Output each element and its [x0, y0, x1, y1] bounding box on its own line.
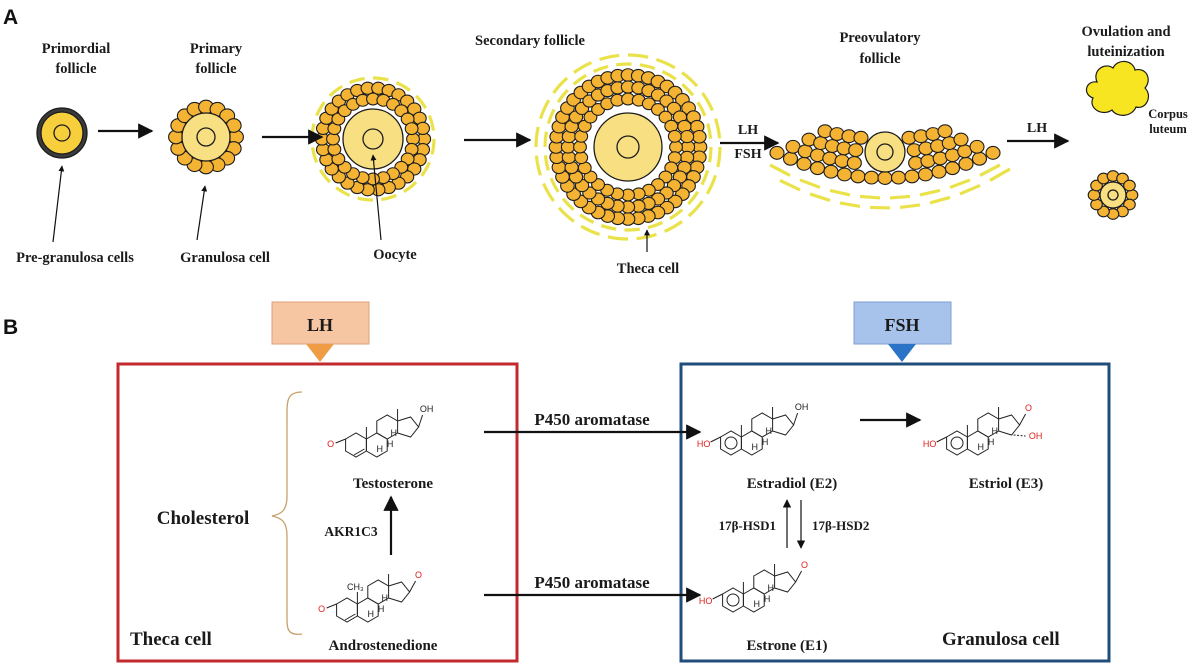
lh-label-ovulation: LH: [1027, 121, 1047, 136]
secondary-follicle-early: [310, 76, 436, 202]
primordial-title-line1: Primordial: [42, 41, 110, 57]
label-oocyte: Oocyte: [373, 247, 417, 263]
primary-follicle: [168, 99, 244, 175]
ho-atom-label: HO: [699, 596, 713, 606]
primordial-title-line2: follicle: [55, 61, 97, 77]
h-atom-label: H: [768, 583, 775, 593]
o-atom-label: O: [801, 560, 808, 570]
o-atom-label: O: [318, 604, 325, 614]
h-atom-label: H: [752, 442, 759, 452]
fsh-tag-label: FSH: [884, 315, 919, 335]
hsd1-label: 17β-HSD1: [719, 518, 776, 533]
o-atom-label: O: [1025, 403, 1032, 413]
ch3-atom-label: CH₃: [347, 582, 364, 592]
preovulatory-follicle: [769, 124, 1011, 210]
h-atom-label: H: [766, 426, 773, 436]
label-granulosa: Granulosa cell: [180, 250, 270, 266]
label-pregranulosa: Pre-granulosa cells: [16, 250, 134, 266]
primary-title-line2: follicle: [195, 61, 237, 77]
ovulated-oocyte: [1087, 170, 1139, 220]
estradiol-label: Estradiol (E2): [747, 476, 837, 492]
aromatase-label-1: P450 aromatase: [534, 410, 650, 429]
theca-box-label: Theca cell: [130, 629, 212, 650]
ho-atom-label: HO: [923, 439, 937, 449]
h-atom-label: H: [377, 444, 384, 454]
ovulation-title-line1: Ovulation and: [1081, 24, 1170, 40]
pointer-pregranulosa: [52, 165, 65, 243]
fsh-tag: FSH: [853, 301, 952, 362]
lh-label-panel-a: LH: [738, 123, 758, 138]
granulosa-cell-box: [679, 362, 1111, 663]
panel-a-label: A: [3, 6, 18, 29]
h-atom-label: H: [992, 426, 999, 436]
h-atom-label: H: [382, 593, 389, 603]
lh-tag-label: LH: [307, 315, 333, 335]
preovulatory-title-line1: Preovulatory: [839, 30, 921, 46]
h-atom-label: H: [387, 439, 394, 449]
androstenedione-structure: HHH O O CH₃: [318, 570, 422, 623]
oh-atom-label: OH: [420, 404, 434, 414]
pointer-granulosa: [196, 185, 208, 241]
primordial-follicle: [36, 107, 88, 159]
cholesterol-brace: [271, 391, 303, 635]
preovulatory-title-line2: follicle: [859, 51, 901, 67]
granulosa-box-label: Granulosa cell: [942, 629, 1060, 650]
pointer-oocyte: [370, 154, 382, 241]
lh-tag: LH: [271, 301, 370, 362]
ho-atom-label: HO: [697, 439, 711, 449]
h-atom-label: H: [391, 428, 398, 438]
label-theca: Theca cell: [617, 261, 679, 277]
ovulation-title-line2: luteinization: [1087, 44, 1164, 60]
corpus-label-line1: Corpus: [1148, 107, 1188, 121]
oh-atom-label: OH: [795, 402, 809, 412]
secondary-title: Secondary follicle: [475, 33, 586, 49]
h-atom-label: H: [368, 609, 375, 619]
h-atom-label: H: [988, 437, 995, 447]
estriol-label: Estriol (E3): [969, 476, 1044, 492]
akr1c3-label: AKR1C3: [324, 524, 377, 539]
aromatase-label-2: P450 aromatase: [534, 573, 650, 592]
corpus-luteum: [1085, 60, 1149, 116]
oh-atom-label: OH: [1029, 431, 1043, 441]
o-atom-label: O: [327, 439, 334, 449]
primary-title-line1: Primary: [190, 41, 243, 57]
estrone-label: Estrone (E1): [747, 638, 828, 654]
h-atom-label: H: [978, 442, 985, 452]
h-atom-label: H: [764, 594, 771, 604]
hsd2-label: 17β-HSD2: [812, 518, 869, 533]
androstenedione-label: Androstenedione: [329, 638, 438, 654]
h-atom-label: H: [378, 604, 385, 614]
testosterone-structure: HHH OH O: [327, 404, 434, 458]
estradiol-structure: HHH OH HO: [697, 402, 809, 456]
corpus-label-line2: luteum: [1149, 122, 1187, 136]
h-atom-label: H: [754, 599, 761, 609]
o-atom-label: O: [415, 570, 422, 580]
theca-cell-box: [116, 362, 519, 663]
testosterone-label: Testosterone: [353, 476, 433, 492]
fsh-label-panel-a: FSH: [734, 147, 761, 162]
h-atom-label: H: [762, 437, 769, 447]
secondary-follicle-late: [534, 53, 722, 241]
cholesterol-label: Cholesterol: [157, 508, 250, 529]
panel-b-label: B: [3, 316, 18, 339]
